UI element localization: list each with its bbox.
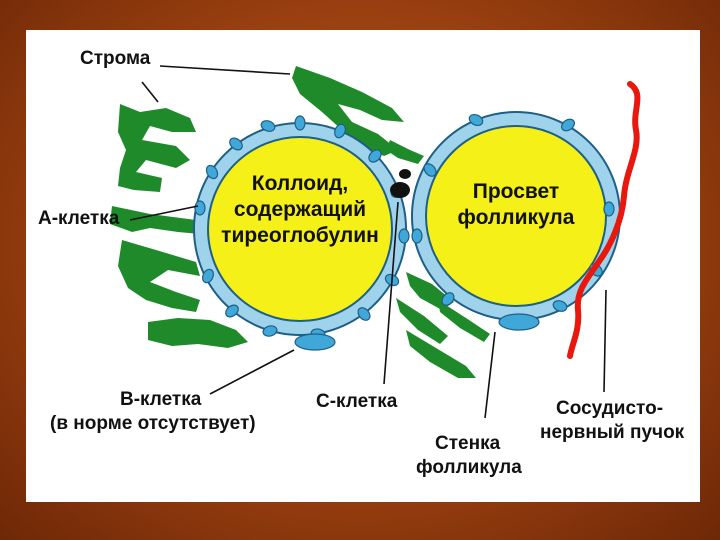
colloid-label-line1: Коллоид, (251, 172, 349, 195)
neurovascular-label-line1: Сосудисто- (556, 398, 664, 419)
c-cell-label: С-клетка (316, 391, 398, 412)
a-cell-label: А-клетка (38, 208, 120, 229)
b-cell (294, 333, 336, 351)
c-cells (390, 169, 411, 198)
right-follicle (411, 111, 621, 331)
b-cell-label-line1: В-клетка (120, 389, 202, 410)
wall-cell (498, 313, 540, 331)
left-follicle-colloid (207, 136, 393, 322)
b-cell-label-line2: (в норме отсутствует) (50, 413, 256, 434)
follicle-wall-label-line2: фолликула (416, 457, 522, 478)
left-follicle (193, 115, 410, 351)
right-follicle-lumen (425, 125, 607, 307)
follicle-wall-label-line1: Стенка (435, 433, 501, 454)
leader-lines (129, 65, 607, 419)
neurovascular-label-line2: нервный пучок (540, 422, 685, 443)
neurovascular-bundle (567, 81, 641, 359)
lumen-label-line2: фолликула (457, 206, 575, 229)
colloid-label-line2: содержащий (233, 198, 367, 221)
stroma-label: Строма (80, 48, 151, 69)
stroma-tissue (110, 66, 490, 378)
colloid-label-line3: тиреоглобулин (221, 224, 379, 247)
lumen-label-line1: Просвет (472, 180, 560, 203)
